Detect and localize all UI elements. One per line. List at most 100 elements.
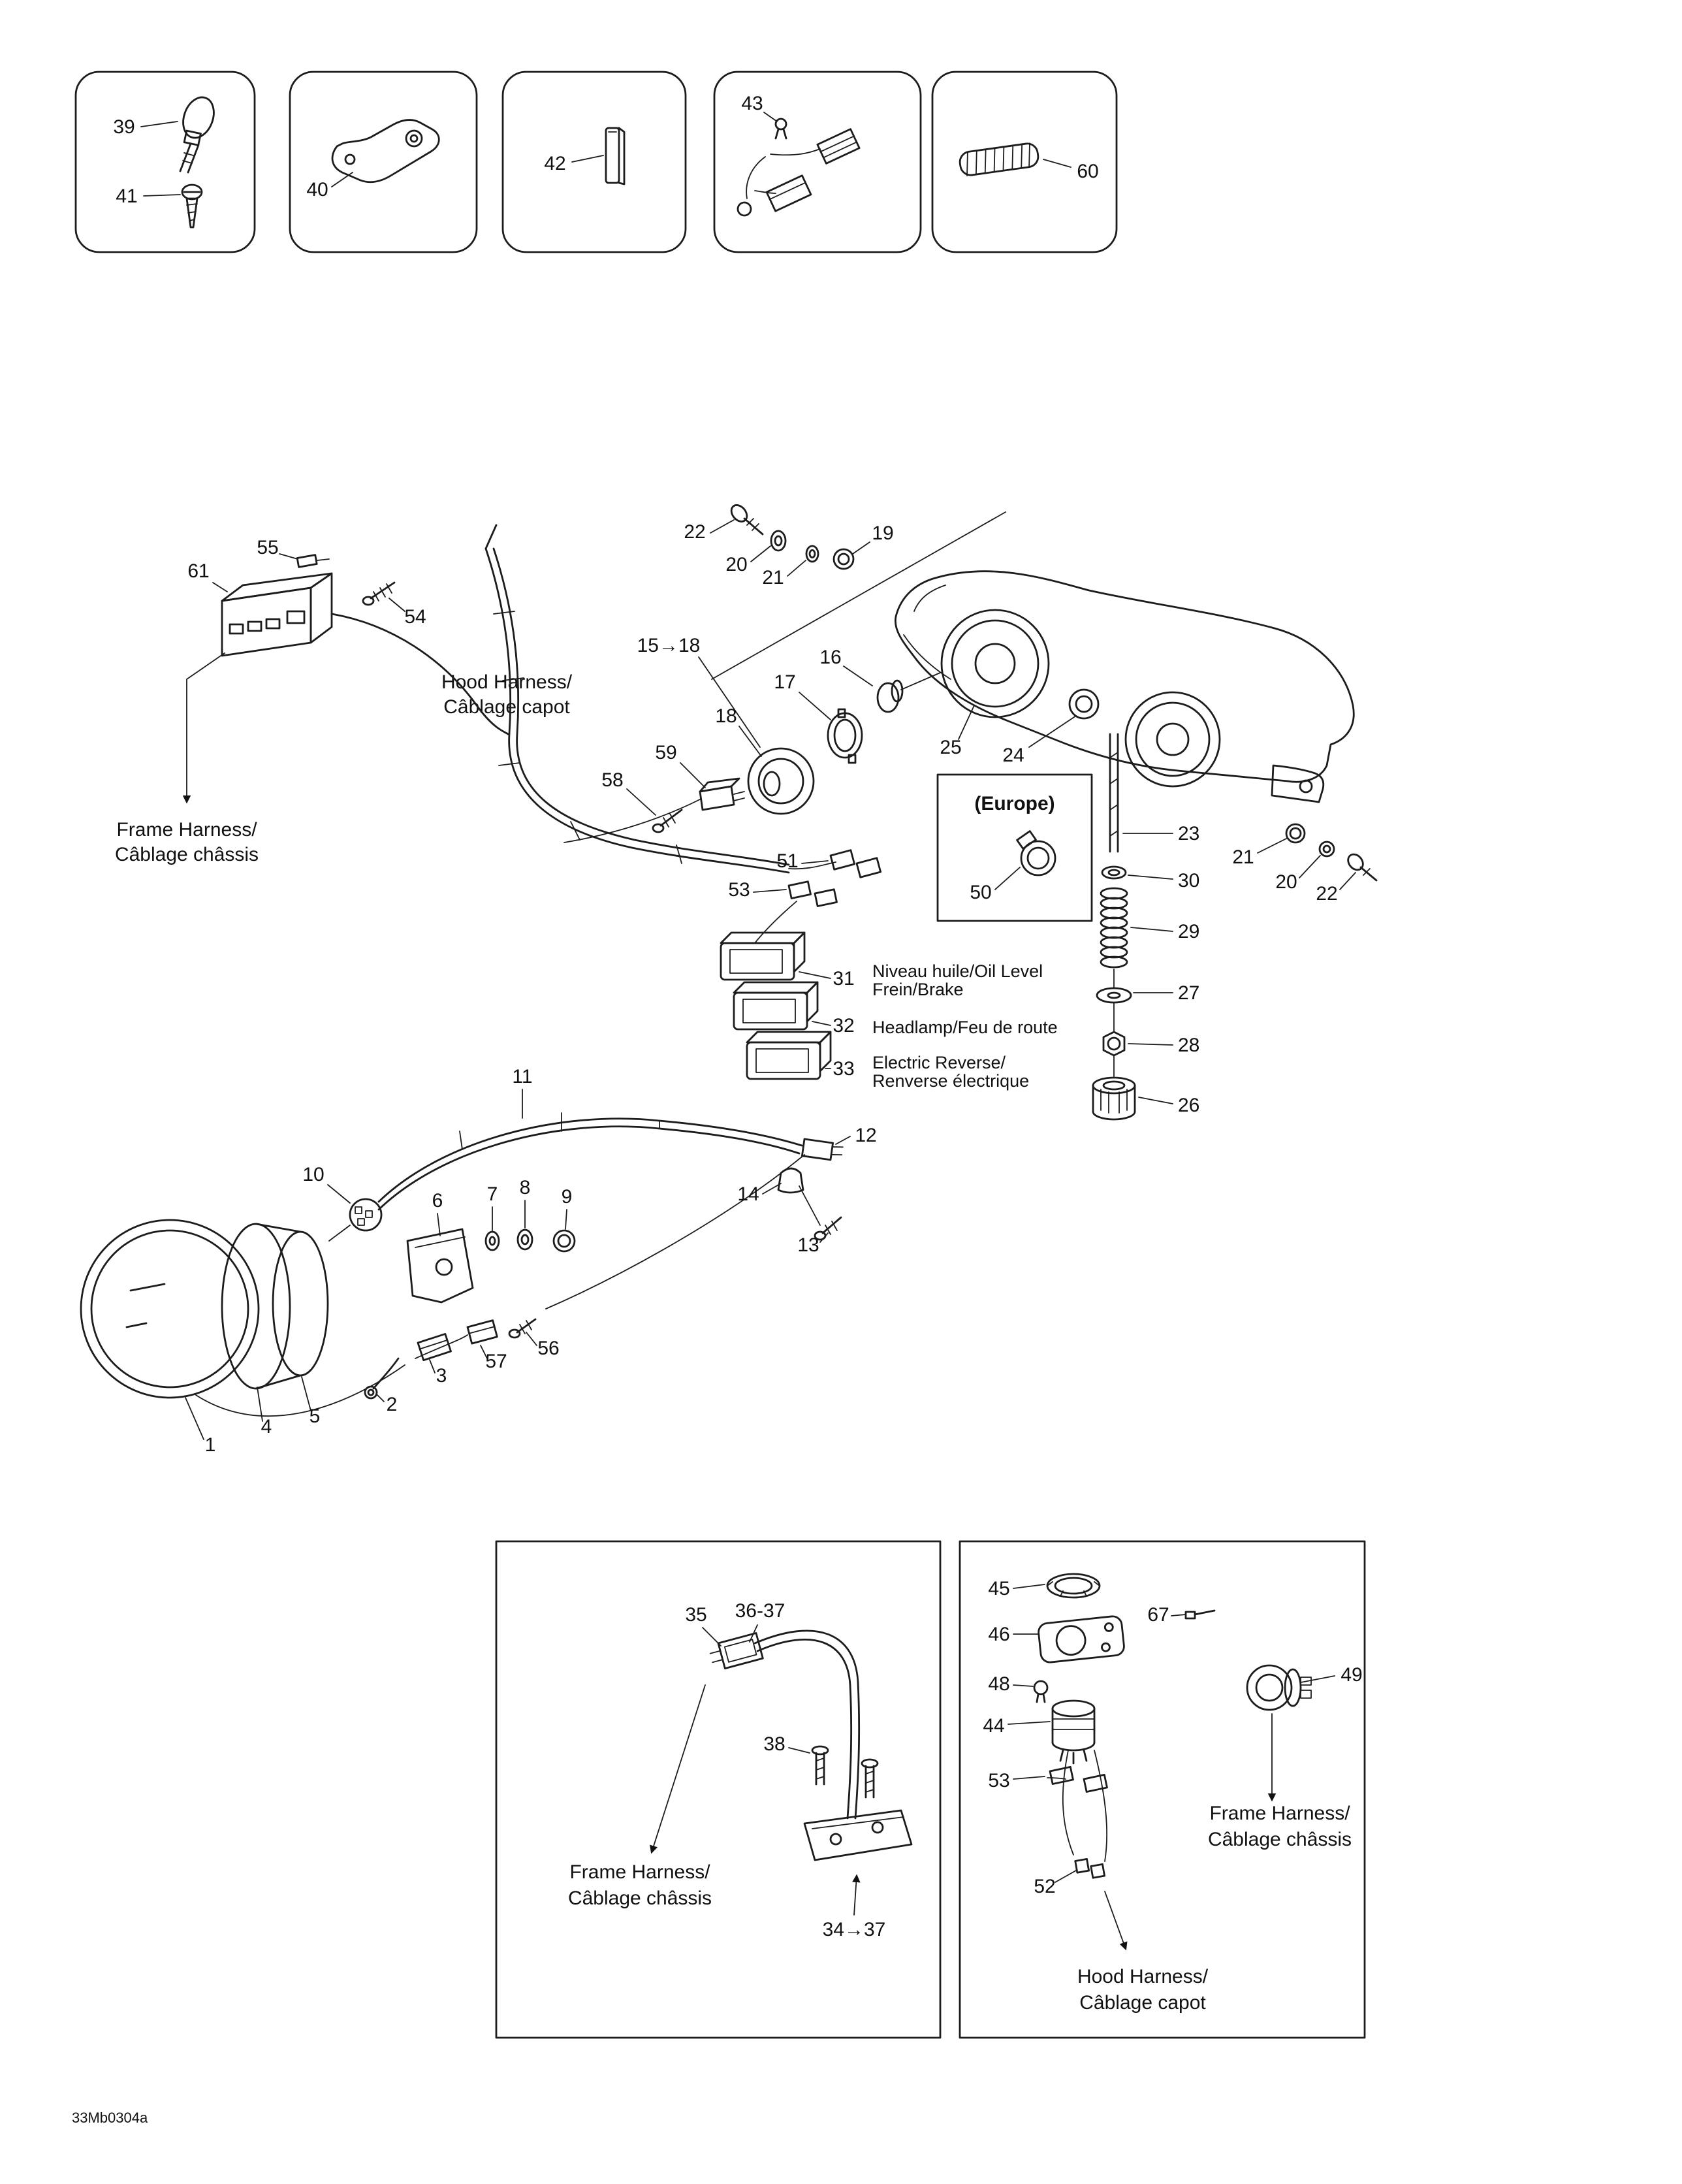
callout-16: 16 — [819, 647, 841, 668]
callout-21a: 21 — [762, 567, 784, 588]
electric-reverse-label-2: Renverse électrique — [872, 1071, 1029, 1091]
bl-frame-harness-label-1: Frame Harness/ — [569, 1861, 710, 1883]
callout-44: 44 — [983, 1715, 1004, 1737]
europe-label: (Europe) — [974, 793, 1055, 814]
callout-26: 26 — [1178, 1095, 1199, 1116]
callout-67: 67 — [1147, 1604, 1169, 1626]
callout-31: 31 — [833, 968, 854, 989]
parts-box-1 — [74, 71, 256, 253]
callout-50: 50 — [970, 882, 991, 903]
callout-19: 19 — [872, 522, 893, 544]
callout-23: 23 — [1178, 823, 1199, 844]
callout-34-37: 34→37 — [823, 1919, 886, 1940]
bottom-right-inset-box: 45 67 46 48 44 49 53 52 Frame Harness/ C… — [959, 1540, 1366, 2039]
callout-35: 35 — [685, 1604, 706, 1626]
parts-box-3 — [501, 71, 687, 253]
parts-box-5 — [931, 71, 1118, 253]
callout-17: 17 — [774, 671, 795, 693]
adjuster-stack-group: 23 21 30 20 22 29 27 28 26 — [1092, 733, 1378, 1121]
callout-7: 7 — [487, 1183, 498, 1205]
electric-reverse-label-1: Electric Reverse/ — [872, 1053, 1006, 1072]
frame-harness-label-1: Frame Harness/ — [116, 819, 257, 841]
callout-15-18: 15→18 — [637, 635, 701, 656]
callout-40: 40 — [306, 179, 328, 201]
headlamp-label: Headlamp/Feu de route — [872, 1018, 1058, 1037]
callout-45: 45 — [988, 1578, 1009, 1599]
callout-38: 38 — [763, 1733, 785, 1755]
hood-harness-label-2: Câblage capot — [443, 696, 570, 718]
callout-60: 60 — [1077, 161, 1098, 182]
parts-box-4 — [713, 71, 922, 253]
callout-42: 42 — [544, 153, 565, 174]
callout-55: 55 — [257, 537, 278, 558]
callout-59: 59 — [655, 742, 676, 763]
switch-stack-group: 31 32 33 Niveau huile/Oil Level Frein/Br… — [720, 931, 1058, 1091]
callout-10: 10 — [302, 1164, 324, 1185]
callout-56: 56 — [537, 1338, 559, 1359]
bulb-assembly-group: 15→18 16 17 18 59 58 — [563, 635, 941, 843]
br-frame-harness-label-2: Câblage châssis — [1208, 1829, 1352, 1850]
callout-57: 57 — [485, 1351, 507, 1372]
corrugated-tube-60-drawing — [959, 142, 1039, 176]
callout-25: 25 — [940, 737, 961, 758]
bottom-left-inset-box: 35 36-37 38 34→37 Frame Harness/ Câblage… — [495, 1540, 942, 2039]
hood-harness-bundle-drawing — [330, 511, 1006, 874]
callout-5: 5 — [309, 1405, 321, 1427]
callout-6: 6 — [432, 1190, 443, 1212]
callout-41: 41 — [116, 185, 137, 207]
spacer-42-drawing — [605, 127, 626, 185]
callout-8: 8 — [520, 1177, 531, 1198]
callout-28: 28 — [1178, 1035, 1199, 1056]
cable-tie-drawing — [179, 96, 215, 174]
drawing-code: 33Mb0304a — [72, 2110, 148, 2126]
callout-48: 48 — [988, 1673, 1009, 1695]
callout-33: 33 — [833, 1058, 854, 1080]
callout-39: 39 — [113, 116, 135, 138]
connector-kit-43-drawing — [737, 118, 861, 217]
callout-12: 12 — [855, 1125, 876, 1146]
hood-harness-label-1: Hood Harness/ — [441, 671, 573, 693]
fasteners-top-group: 22 20 21 19 — [684, 504, 894, 588]
callout-51: 51 — [776, 850, 798, 872]
bracket-40-drawing — [331, 119, 440, 184]
callout-4: 4 — [261, 1416, 272, 1437]
bl-frame-harness-label-2: Câblage châssis — [568, 1887, 712, 1909]
frame-harness-label-2: Câblage châssis — [115, 844, 259, 865]
callout-3: 3 — [436, 1365, 447, 1387]
screw-41-drawing — [181, 184, 203, 229]
callout-13: 13 — [797, 1234, 819, 1256]
callout-49: 49 — [1341, 1664, 1362, 1686]
europe-inset-box: (Europe) 50 — [936, 773, 1093, 922]
callout-46: 46 — [988, 1624, 1009, 1645]
callout-18: 18 — [715, 705, 737, 727]
oil-level-label-1: Niveau huile/Oil Level — [872, 961, 1043, 981]
br-hood-harness-label-1: Hood Harness/ — [1077, 1966, 1209, 1987]
callout-22a: 22 — [684, 521, 705, 543]
callout-53b: 53 — [988, 1770, 1009, 1791]
callout-20a: 20 — [725, 554, 747, 575]
callout-29: 29 — [1178, 921, 1199, 942]
callout-30: 30 — [1178, 870, 1199, 891]
callout-11: 11 — [512, 1066, 532, 1087]
callout-2: 2 — [387, 1394, 398, 1415]
callout-21b: 21 — [1232, 846, 1254, 868]
callout-14: 14 — [737, 1183, 759, 1205]
callout-36-37: 36-37 — [735, 1600, 785, 1622]
br-hood-harness-label-2: Câblage capot — [1079, 1992, 1206, 2014]
module-61-group: 55 61 54 — [187, 537, 426, 657]
callout-1: 1 — [205, 1434, 216, 1456]
callout-52: 52 — [1034, 1876, 1055, 1897]
br-frame-harness-label-1: Frame Harness/ — [1209, 1803, 1350, 1824]
callout-58: 58 — [601, 769, 623, 791]
parts-box-2 — [289, 71, 478, 253]
top-parts-boxes: 39 41 40 42 43 60 — [74, 71, 1118, 253]
callout-27: 27 — [1178, 982, 1199, 1004]
callout-9: 9 — [562, 1186, 573, 1208]
callout-43: 43 — [741, 93, 763, 114]
screw-54-drawing — [362, 581, 396, 606]
frame-harness-pointer: Frame Harness/ Câblage châssis — [115, 652, 259, 865]
headlamp-housing-drawing: 25 24 — [894, 570, 1355, 803]
callout-24: 24 — [1002, 745, 1024, 766]
